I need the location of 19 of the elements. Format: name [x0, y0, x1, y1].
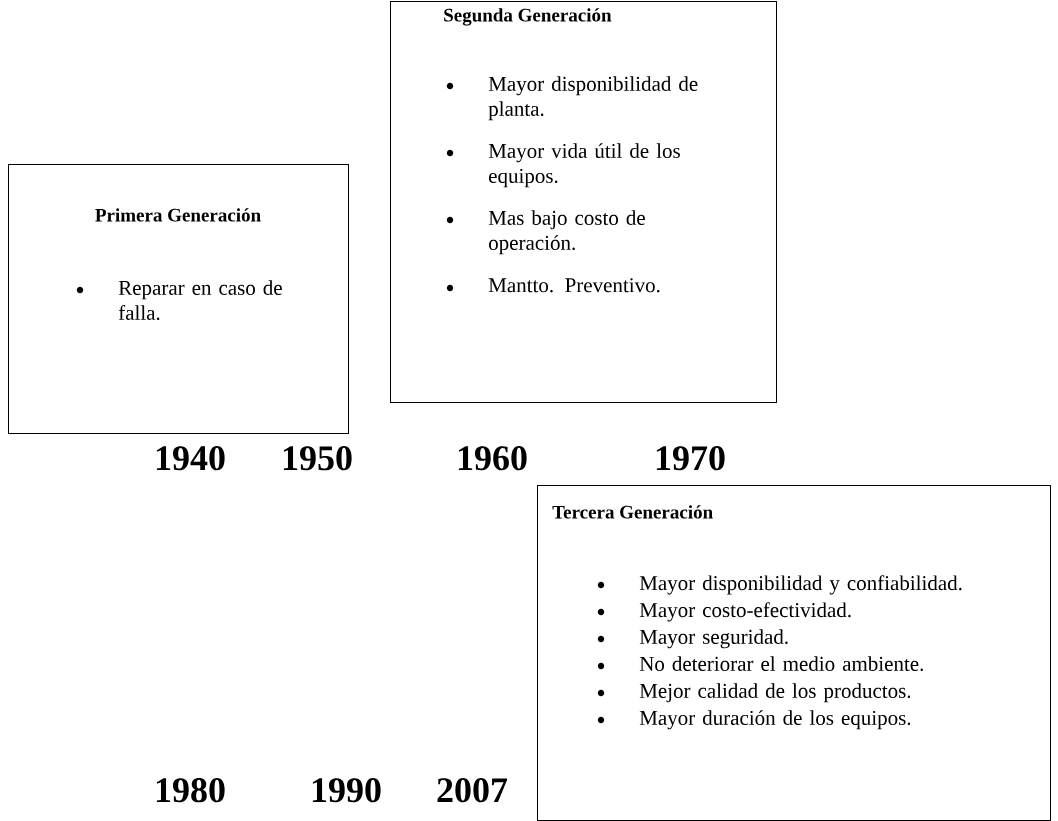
year-label: 1950: [283, 446, 352, 471]
bullet-item: Mayor disponibilidad y confiabilidad.: [639, 575, 962, 595]
year-label: 1980: [156, 778, 225, 803]
bullet-item: Mayor duración de los equipos.: [639, 710, 911, 730]
bullet-item: Mas bajo costo de operación.: [488, 210, 645, 255]
bullet-item: Mantto. Preventivo.: [488, 278, 660, 293]
box-heading: Tercera Generación: [552, 505, 713, 519]
box-heading: Segunda Generación: [444, 8, 612, 26]
bullet-item: Mayor seguridad.: [639, 629, 788, 649]
bullet-item: Mayor vida útil de los equipos.: [488, 143, 680, 188]
bullet-item: Mayor costo-efectividad.: [639, 602, 851, 622]
bullet-item: No deteriorar el medio ambiente.: [639, 656, 923, 672]
bullet-item: Reparar en caso de falla.: [118, 280, 282, 321]
year-label: 1970: [656, 446, 725, 471]
year-label: 1960: [458, 446, 527, 471]
bullet-item: Mejor calidad de los productos.: [639, 683, 911, 703]
box-heading: Primera Generación: [95, 208, 261, 222]
year-label: 1990: [312, 778, 381, 803]
bullet-item: Mayor disponibilidad de planta.: [488, 76, 698, 121]
